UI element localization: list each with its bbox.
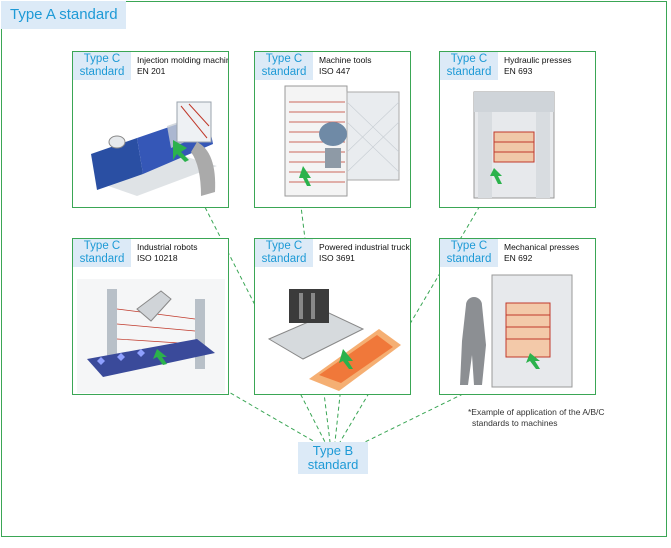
hydraulic-press-icon: [473, 91, 555, 199]
industrial-truck-icon: [267, 289, 401, 391]
injection-molding-machine-icon: [91, 101, 217, 196]
card-title: Injection molding machinesEN 201: [137, 55, 228, 76]
diagram-frame: [1, 1, 667, 537]
industrial-robot-icon: [77, 279, 225, 393]
type-a-label: Type A standard: [1, 1, 126, 29]
mechanical-press-icon: [460, 274, 573, 388]
machine-tool-icon: [284, 85, 400, 197]
